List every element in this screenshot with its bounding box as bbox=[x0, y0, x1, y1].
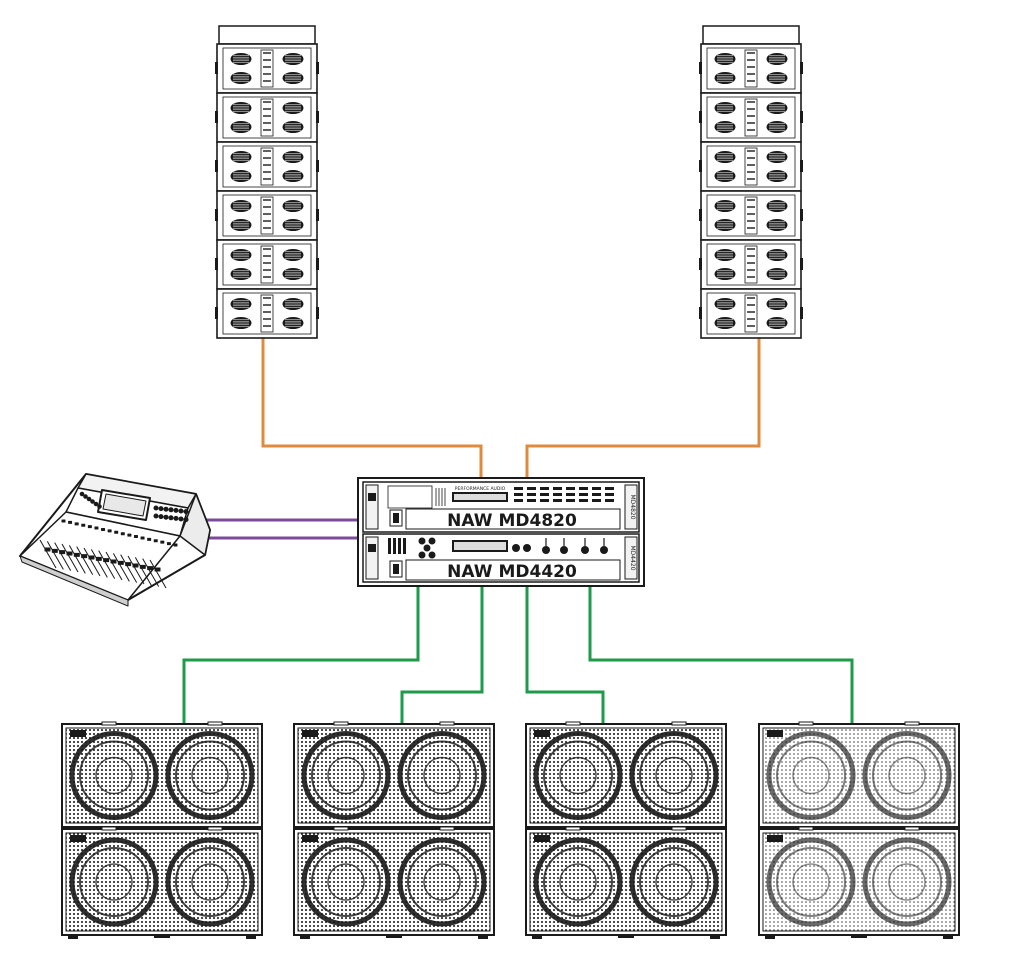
dual-subwoofer-icon bbox=[758, 721, 960, 828]
amp-bottom-model-label: NAW MD4420 bbox=[447, 562, 577, 582]
amp-bottom-side-badge: MD4420 bbox=[629, 545, 636, 570]
dual-subwoofer-icon bbox=[61, 826, 263, 939]
sub-cable-1 bbox=[182, 586, 420, 724]
rack-amplifier-icon: NAW MD4420 MD4420 bbox=[362, 533, 640, 583]
line-array-right bbox=[699, 25, 803, 339]
line-array-left bbox=[215, 25, 319, 339]
line-array-speaker-icon bbox=[215, 190, 319, 241]
amp-top-model-label: NAW MD4820 bbox=[447, 511, 577, 531]
line-array-speaker-icon bbox=[699, 288, 803, 339]
dual-subwoofer-icon bbox=[758, 826, 960, 939]
preset-buttons-icon bbox=[418, 537, 436, 559]
amp-top-side-badge: MD4820 bbox=[629, 494, 636, 519]
line-array-speaker-icon bbox=[699, 239, 803, 290]
line-array-speaker-icon bbox=[699, 141, 803, 192]
line-array-speaker-icon bbox=[215, 141, 319, 192]
line-array-speaker-icon bbox=[699, 43, 803, 94]
line-array-speaker-icon bbox=[215, 288, 319, 339]
mixing-console-icon bbox=[19, 473, 211, 607]
subwoofer-stacks bbox=[61, 721, 960, 939]
dual-subwoofer-icon bbox=[293, 826, 495, 939]
amplifier-rack: PERFORMANCE AUDIO NAW MD4820 MD4820 bbox=[357, 477, 645, 587]
line-array-speaker-icon bbox=[215, 43, 319, 94]
amp-top-header: PERFORMANCE AUDIO bbox=[455, 486, 506, 492]
level-meter-icon bbox=[388, 538, 406, 554]
line-array-speaker-icon bbox=[699, 190, 803, 241]
dual-subwoofer-icon bbox=[525, 826, 727, 939]
sub-cable-2 bbox=[400, 586, 484, 724]
line-array-speaker-icon bbox=[215, 239, 319, 290]
line-array-right-cable bbox=[525, 338, 761, 478]
line-array-speaker-icon bbox=[215, 92, 319, 143]
line-array-speaker-icon bbox=[699, 92, 803, 143]
dual-subwoofer-icon bbox=[293, 721, 495, 828]
line-array-left-cable bbox=[261, 338, 483, 478]
sub-cable-3 bbox=[525, 586, 605, 724]
cables bbox=[182, 338, 854, 724]
sub-cable-4 bbox=[588, 586, 854, 724]
rack-amplifier-icon: PERFORMANCE AUDIO NAW MD4820 MD4820 bbox=[362, 481, 640, 533]
dual-subwoofer-icon bbox=[61, 721, 263, 828]
dual-subwoofer-icon bbox=[525, 721, 727, 828]
